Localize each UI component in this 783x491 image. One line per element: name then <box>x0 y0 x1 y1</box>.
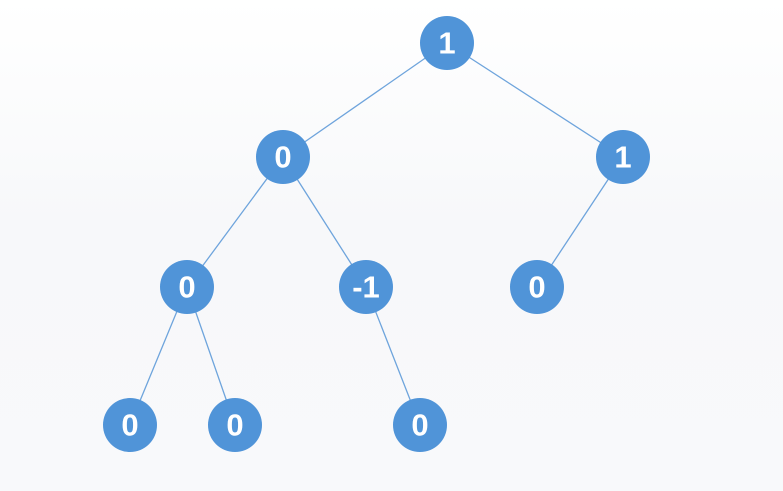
tree-node-lrr: 0 <box>393 398 447 452</box>
edge-root-left <box>282 42 448 158</box>
node-label-right-left: 0 <box>528 270 545 305</box>
node-label-right: 1 <box>614 140 631 175</box>
node-label-left: 0 <box>274 140 291 175</box>
tree-node-llr: 0 <box>208 398 262 452</box>
node-circle <box>596 130 650 184</box>
node-circle <box>420 16 474 70</box>
tree-node-left-left: 0 <box>160 260 214 314</box>
edge-root-right <box>446 42 624 158</box>
tree-edges <box>129 42 624 426</box>
node-circle <box>256 130 310 184</box>
tree-node-right: 1 <box>596 130 650 184</box>
node-label-root: 1 <box>438 26 455 61</box>
tree-node-right-left: 0 <box>510 260 564 314</box>
tree-node-left-right: -1 <box>339 260 393 314</box>
tree-node-lll: 0 <box>103 398 157 452</box>
node-circle <box>393 398 447 452</box>
node-label-lrr: 0 <box>411 408 428 443</box>
tree-node-left: 0 <box>256 130 310 184</box>
tree-node-root: 1 <box>420 16 474 70</box>
node-label-llr: 0 <box>226 408 243 443</box>
tree-nodes: 1 0 1 0 -1 0 0 <box>103 16 650 452</box>
node-circle <box>510 260 564 314</box>
node-circle <box>339 260 393 314</box>
node-label-left-right: -1 <box>352 270 380 305</box>
node-circle <box>160 260 214 314</box>
node-circle <box>103 398 157 452</box>
node-label-lll: 0 <box>121 408 138 443</box>
node-label-left-left: 0 <box>178 270 195 305</box>
node-circle <box>208 398 262 452</box>
